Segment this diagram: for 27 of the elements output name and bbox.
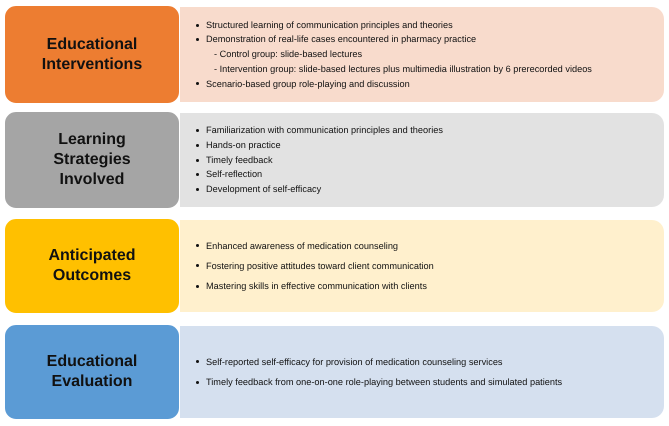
bullet-item: Self-reflection — [206, 168, 262, 182]
content-panel — [180, 113, 664, 207]
bullet-item: Structured learning of communication principles and theories — [206, 18, 453, 32]
bullet-item: Familiarization with communication principles and theories — [206, 124, 443, 138]
heading-text: Anticipated Outcomes — [47, 246, 137, 286]
bullet-item: - Control group: slide-based lectures — [214, 48, 362, 62]
heading-box — [4, 324, 180, 420]
content-panel — [180, 326, 664, 418]
content-panel — [180, 7, 664, 102]
bullet-item: Mastering skills in effective communication with clients — [206, 280, 427, 294]
heading-text: Learning Strategies Involved — [52, 130, 132, 190]
bullet-item: Demonstration of real-life cases encountered in pharmacy practice — [206, 33, 476, 46]
heading-box — [4, 218, 180, 314]
bullet-item: Fostering positive attitudes toward client communication — [206, 260, 434, 273]
heading-box — [4, 111, 180, 209]
bullet-item: Development of self-efficacy — [206, 183, 322, 196]
bullet-item: Hands-on practice — [206, 138, 281, 152]
heading-text: Educational Interventions — [40, 34, 144, 74]
content-panel — [180, 220, 664, 312]
bullet-item: Timely feedback from one-on-one role-playing between students and simulated patients — [206, 376, 562, 389]
bullet-item: - Intervention group: slide-based lectures plus multimedia illustration by 6 prerecorded videos — [214, 62, 592, 76]
bullet-item: Scenario-based group role-playing and discussion — [206, 78, 410, 91]
heading-box — [4, 5, 180, 104]
heading-text: Educational Evaluation — [46, 352, 138, 392]
bullet-item: Enhanced awareness of medication counseling — [206, 240, 398, 253]
bullet-item: Timely feedback — [206, 154, 273, 167]
bullet-item: Self-reported self-efficacy for provision of medication counseling services — [206, 356, 503, 369]
